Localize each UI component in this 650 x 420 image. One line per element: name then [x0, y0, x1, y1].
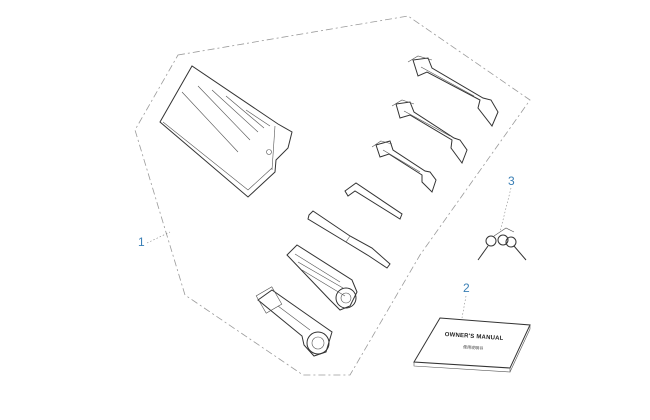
open-end-wrench-medium: [391, 99, 468, 165]
leader-lines: [146, 187, 512, 319]
screwdriver-handle: [286, 244, 358, 311]
manual-title: OWNER'S MANUAL: [444, 332, 503, 342]
callout-owners-manual[interactable]: 2: [463, 281, 470, 295]
open-end-wrench-large: [407, 55, 499, 127]
open-end-wrench-small: [371, 140, 437, 193]
owners-manual-book: OWNER'S MANUAL 使用说明书: [413, 317, 531, 373]
callout-keys[interactable]: 3: [508, 174, 515, 188]
hex-key: [344, 182, 403, 220]
screwdriver-bit: [307, 210, 391, 269]
tool-pouch: [159, 65, 293, 198]
manual-subtitle: 使用说明书: [463, 343, 483, 350]
tool-kit-boundary: [134, 15, 531, 376]
spark-plug-wrench: [255, 286, 333, 357]
callout-tool-kit[interactable]: 1: [138, 235, 145, 249]
ignition-keys: [477, 227, 527, 261]
